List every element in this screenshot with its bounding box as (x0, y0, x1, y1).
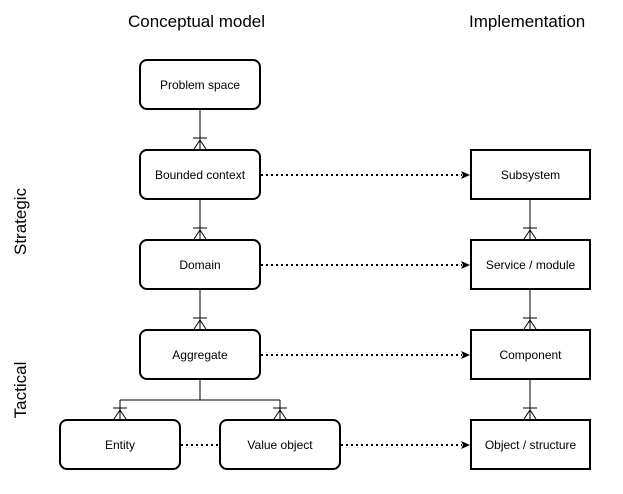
crowfoot (193, 319, 207, 330)
crowfoot (273, 409, 287, 420)
arrowhead (461, 171, 470, 179)
crowfoot (523, 229, 537, 240)
implementation-heading: Implementation (469, 12, 586, 31)
node-object-structure: Object / structure (470, 419, 591, 470)
node-domain: Domain (139, 239, 261, 290)
arrowhead (461, 261, 470, 269)
crowfoot (523, 409, 537, 420)
conceptual-model-heading: Conceptual model (128, 12, 266, 31)
node-component: Component (470, 329, 591, 380)
node-problem-space: Problem space (139, 59, 261, 110)
node-bounded-context: Bounded context (139, 149, 261, 200)
node-entity: Entity (59, 419, 181, 470)
node-value-object: Value object (219, 419, 341, 470)
crowfoot (193, 229, 207, 240)
crowfoot (113, 409, 127, 420)
arrowhead (461, 441, 470, 449)
crowfoot (193, 139, 207, 150)
node-subsystem: Subsystem (470, 149, 591, 200)
arrowhead (461, 351, 470, 359)
node-aggregate: Aggregate (139, 329, 261, 380)
node-service-module: Service / module (470, 239, 591, 290)
crowfoot (523, 319, 537, 330)
